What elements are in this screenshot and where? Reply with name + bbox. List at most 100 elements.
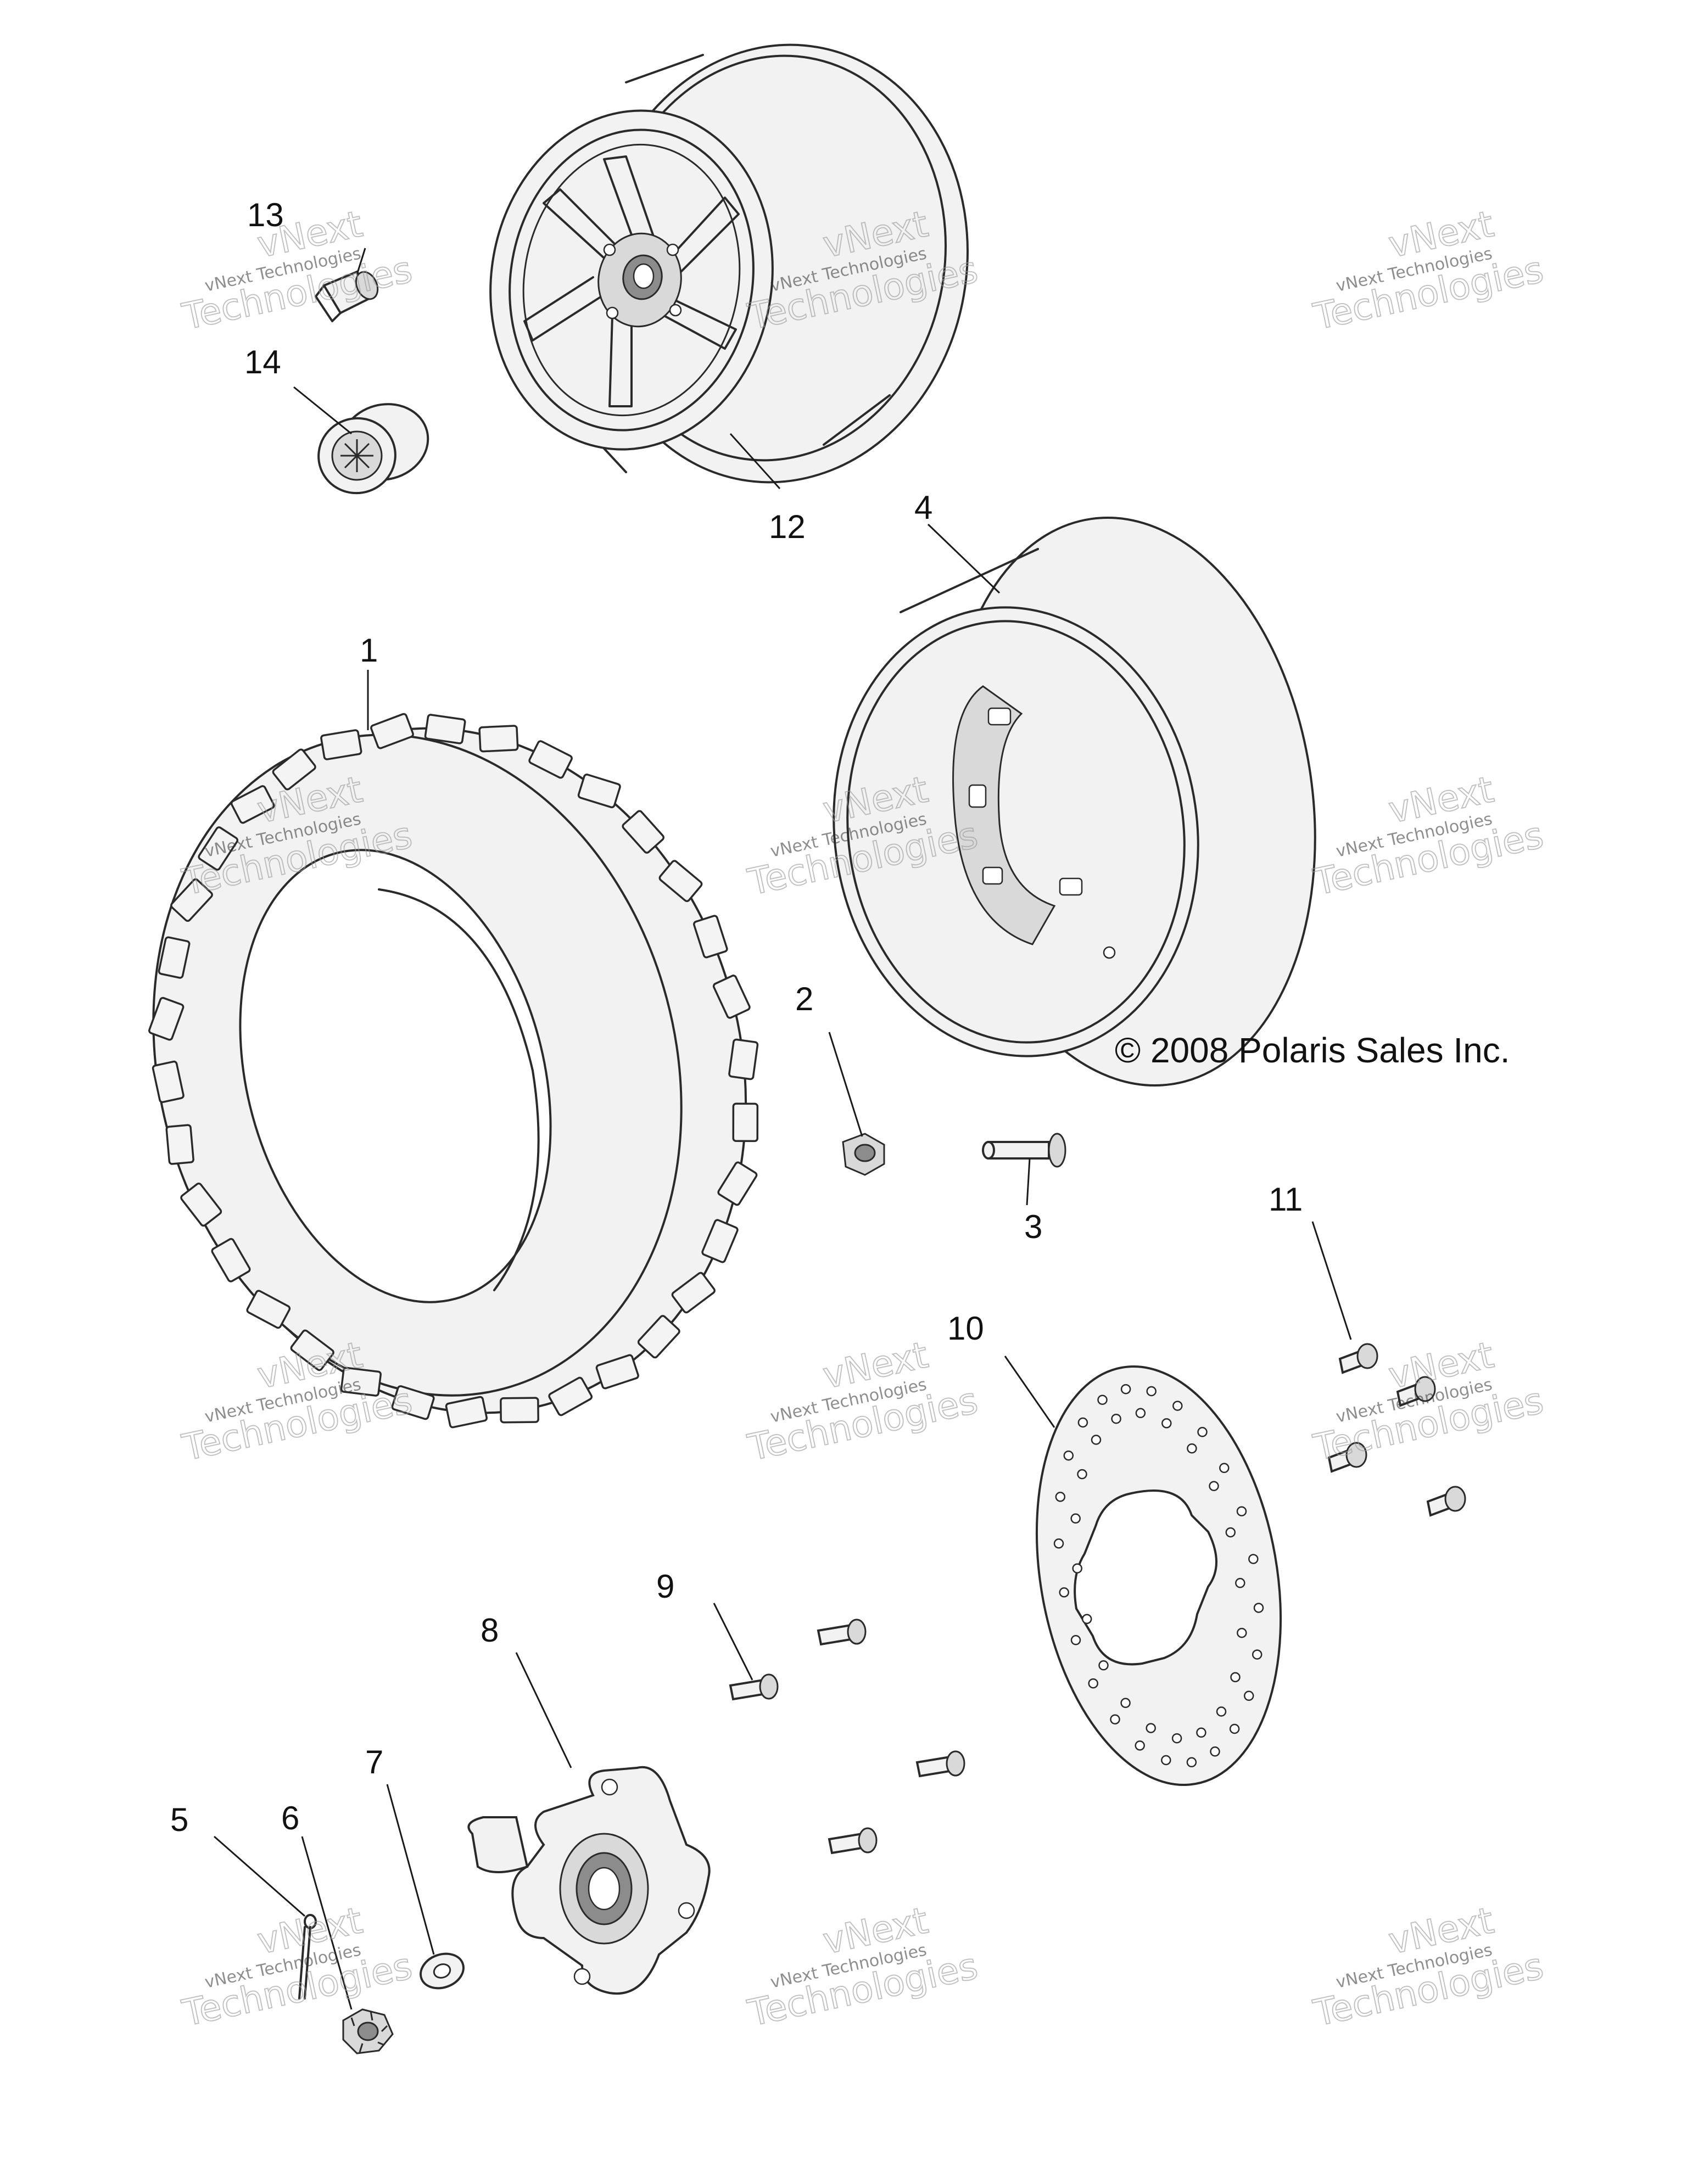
tread-block (180, 1183, 222, 1227)
callout-8: 8 (481, 1612, 499, 1649)
tread-block (211, 1237, 251, 1283)
disc-hole (1230, 1672, 1241, 1683)
disc-hole (1077, 1469, 1087, 1480)
callout-5: 5 (170, 1801, 188, 1838)
disc-hole (1216, 1706, 1227, 1717)
disc-hole (1186, 1757, 1197, 1768)
tread-block (528, 740, 573, 779)
disc-hole (1236, 1506, 1247, 1516)
tread-block (424, 714, 466, 744)
disc-hole (1081, 1614, 1092, 1625)
callout-11: 11 (1269, 1181, 1303, 1218)
disc-hole (1088, 1678, 1098, 1689)
disc-hole (1097, 1395, 1108, 1405)
disc-hole (1053, 1538, 1064, 1549)
tread-block (340, 1367, 382, 1397)
disc-hole (1120, 1698, 1131, 1709)
tread-block (246, 1290, 291, 1329)
tread-block (637, 1315, 680, 1359)
callout-13: 13 (247, 197, 284, 233)
tread-block (158, 936, 191, 979)
tread-block (230, 785, 275, 824)
disc-hole (1120, 1384, 1131, 1395)
tread-block (671, 1272, 716, 1314)
disc-hole (1135, 1740, 1145, 1751)
disc-hole (1146, 1723, 1156, 1733)
callout-10: 10 (947, 1310, 984, 1347)
tread-block (290, 1329, 334, 1371)
brake-disc-icon[interactable] (1006, 1347, 1311, 1805)
tread-block (500, 1397, 539, 1424)
tread-block (320, 729, 362, 760)
callout-3: 3 (1024, 1208, 1042, 1245)
disc-hole (1219, 1463, 1230, 1474)
center-cap-icon[interactable] (310, 395, 437, 502)
disc-hole (1229, 1723, 1240, 1734)
tread-block (692, 915, 728, 959)
tread-block (732, 1102, 759, 1143)
tread-block (712, 975, 751, 1019)
tread-block (198, 826, 239, 871)
disc-hole (1111, 1413, 1121, 1424)
disc-hole (1070, 1635, 1081, 1645)
disc-hole (1055, 1492, 1066, 1502)
cotter-pin-icon[interactable] (298, 1914, 317, 2000)
tread-block (370, 713, 414, 749)
tread-block (658, 860, 703, 903)
tire-icon[interactable] (81, 663, 821, 1479)
washer-icon[interactable] (416, 1948, 468, 1994)
callout-12: 12 (769, 508, 806, 545)
disc-hole (1077, 1417, 1088, 1428)
leader-lines (214, 248, 1352, 2010)
callout-9: 9 (656, 1568, 674, 1605)
cast-wheel-icon[interactable] (464, 15, 1002, 512)
tread-block (478, 725, 519, 753)
tread-block (165, 1124, 194, 1165)
disc-hole (1187, 1443, 1197, 1454)
disc-hole (1161, 1418, 1172, 1429)
copyright-notice: © 2008 Polaris Sales Inc. (1115, 1031, 1510, 1070)
tread-block (445, 1396, 488, 1429)
tread-block (622, 810, 664, 854)
disc-hole (1135, 1408, 1146, 1419)
disc-hole (1252, 1649, 1263, 1660)
tread-block (548, 1376, 593, 1416)
disc-hole (1146, 1386, 1157, 1397)
disc-hole (1253, 1603, 1264, 1613)
disc-hole (1110, 1714, 1120, 1724)
disc-hole (1072, 1563, 1082, 1573)
wheel-rim-icon[interactable] (805, 494, 1350, 1110)
bolt-icon[interactable] (1327, 1343, 1466, 1517)
disc-hole (1161, 1755, 1171, 1766)
tread-block (717, 1161, 758, 1206)
valve-stem-icon[interactable] (982, 1133, 1066, 1168)
callout-7: 7 (365, 1744, 383, 1780)
disc-hole (1059, 1587, 1069, 1598)
disc-hole (1091, 1435, 1102, 1445)
disc-hole (1070, 1513, 1081, 1524)
castle-nut-icon[interactable] (342, 2008, 394, 2054)
lug-nut-icon[interactable] (315, 268, 382, 322)
disc-hole (1098, 1660, 1109, 1671)
tread-block (595, 1354, 639, 1390)
disc-hole (1197, 1427, 1208, 1437)
disc-hole (1172, 1401, 1183, 1411)
stud-icon[interactable] (729, 1619, 965, 1855)
flange-nut-icon[interactable] (842, 1133, 885, 1176)
disc-hole (1243, 1690, 1254, 1701)
callout-14: 14 (244, 344, 281, 380)
callout-4: 4 (914, 489, 932, 526)
disc-hole (1196, 1727, 1206, 1738)
wheel-hub-icon[interactable] (467, 1766, 711, 1995)
disc-hole (1248, 1554, 1259, 1564)
disc-hole (1210, 1746, 1220, 1757)
tread-block (577, 774, 621, 809)
